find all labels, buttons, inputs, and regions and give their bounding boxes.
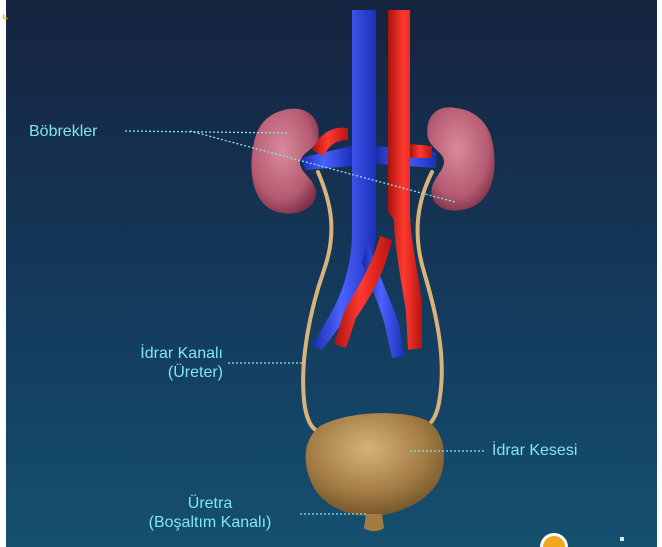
label-ureter: İdrar Kanalı (Üreter) <box>113 344 223 382</box>
label-bladder-text: İdrar Kesesi <box>492 441 577 460</box>
label-bladder: İdrar Kesesi <box>492 441 577 460</box>
label-kidneys: Böbrekler <box>29 122 97 141</box>
bladder <box>306 413 444 516</box>
label-urethra: Üretra (Boşaltım Kanalı) <box>130 494 290 532</box>
label-ureter-line2: (Üreter) <box>113 363 223 382</box>
label-ureter-line1: İdrar Kanalı <box>113 344 223 363</box>
nav-indicator <box>620 537 624 541</box>
label-urethra-line2: (Boşaltım Kanalı) <box>130 513 290 532</box>
left-ureter <box>303 172 331 432</box>
corner-mark: ⌞ <box>2 6 8 22</box>
urethra <box>364 514 384 531</box>
label-kidneys-text: Böbrekler <box>29 122 97 141</box>
label-urethra-line1: Üretra <box>130 494 290 513</box>
right-kidney <box>427 107 494 210</box>
